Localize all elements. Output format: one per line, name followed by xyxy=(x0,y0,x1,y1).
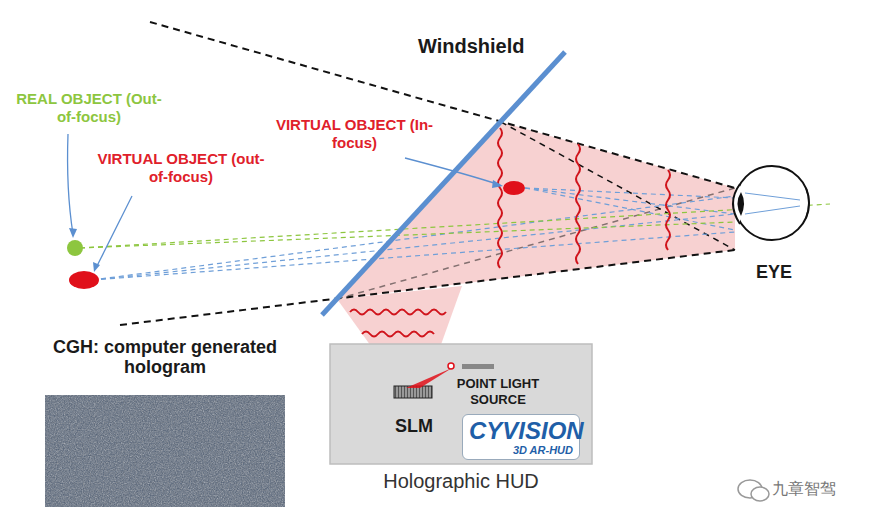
hologram-image xyxy=(45,395,285,507)
real-rays xyxy=(80,204,830,248)
logo-box: CYVISION3D AR-HUD xyxy=(462,414,580,460)
watermark-icon xyxy=(738,480,769,501)
leader-line xyxy=(68,134,500,268)
hologram-noise xyxy=(45,395,285,507)
field-line xyxy=(501,122,735,250)
watermark: 九章智驾 xyxy=(772,479,882,498)
windshield xyxy=(322,52,565,315)
virtual-object xyxy=(69,271,99,289)
node-title: Holographic HUD xyxy=(330,470,592,492)
real-object xyxy=(67,240,83,256)
node-title: CYVISION xyxy=(469,418,573,444)
node-title: CGH: computer generated hologram xyxy=(45,338,285,378)
field-line xyxy=(120,250,735,325)
hologram-panel: CGH: computer generated hologram xyxy=(45,338,285,508)
part-label: EYE xyxy=(744,262,804,284)
arrowhead xyxy=(69,180,503,272)
point-light-source xyxy=(448,363,454,369)
virtual-object xyxy=(503,181,525,195)
object-label: VIRTUAL OBJECT (In-focus) xyxy=(272,116,437,152)
light-cone xyxy=(337,122,735,299)
light-beam xyxy=(406,368,452,388)
wavefronts xyxy=(350,128,670,378)
part-label: Windshield xyxy=(418,34,568,58)
light-rays xyxy=(92,188,800,280)
part-label: SLM xyxy=(382,416,446,438)
object-label: REAL OBJECT (Out-of-focus) xyxy=(14,90,164,126)
source-mount xyxy=(462,364,494,369)
field-line xyxy=(337,188,735,299)
hud-box: Holographic HUDCYVISION3D AR-HUD xyxy=(330,344,592,464)
node-subtitle: 3D AR-HUD xyxy=(469,444,573,456)
part-label: POINT LIGHT SOURCE xyxy=(450,376,546,407)
hud-housing xyxy=(330,344,592,464)
eye xyxy=(733,166,809,240)
object-label: VIRTUAL OBJECT (out-of-focus) xyxy=(96,150,266,186)
